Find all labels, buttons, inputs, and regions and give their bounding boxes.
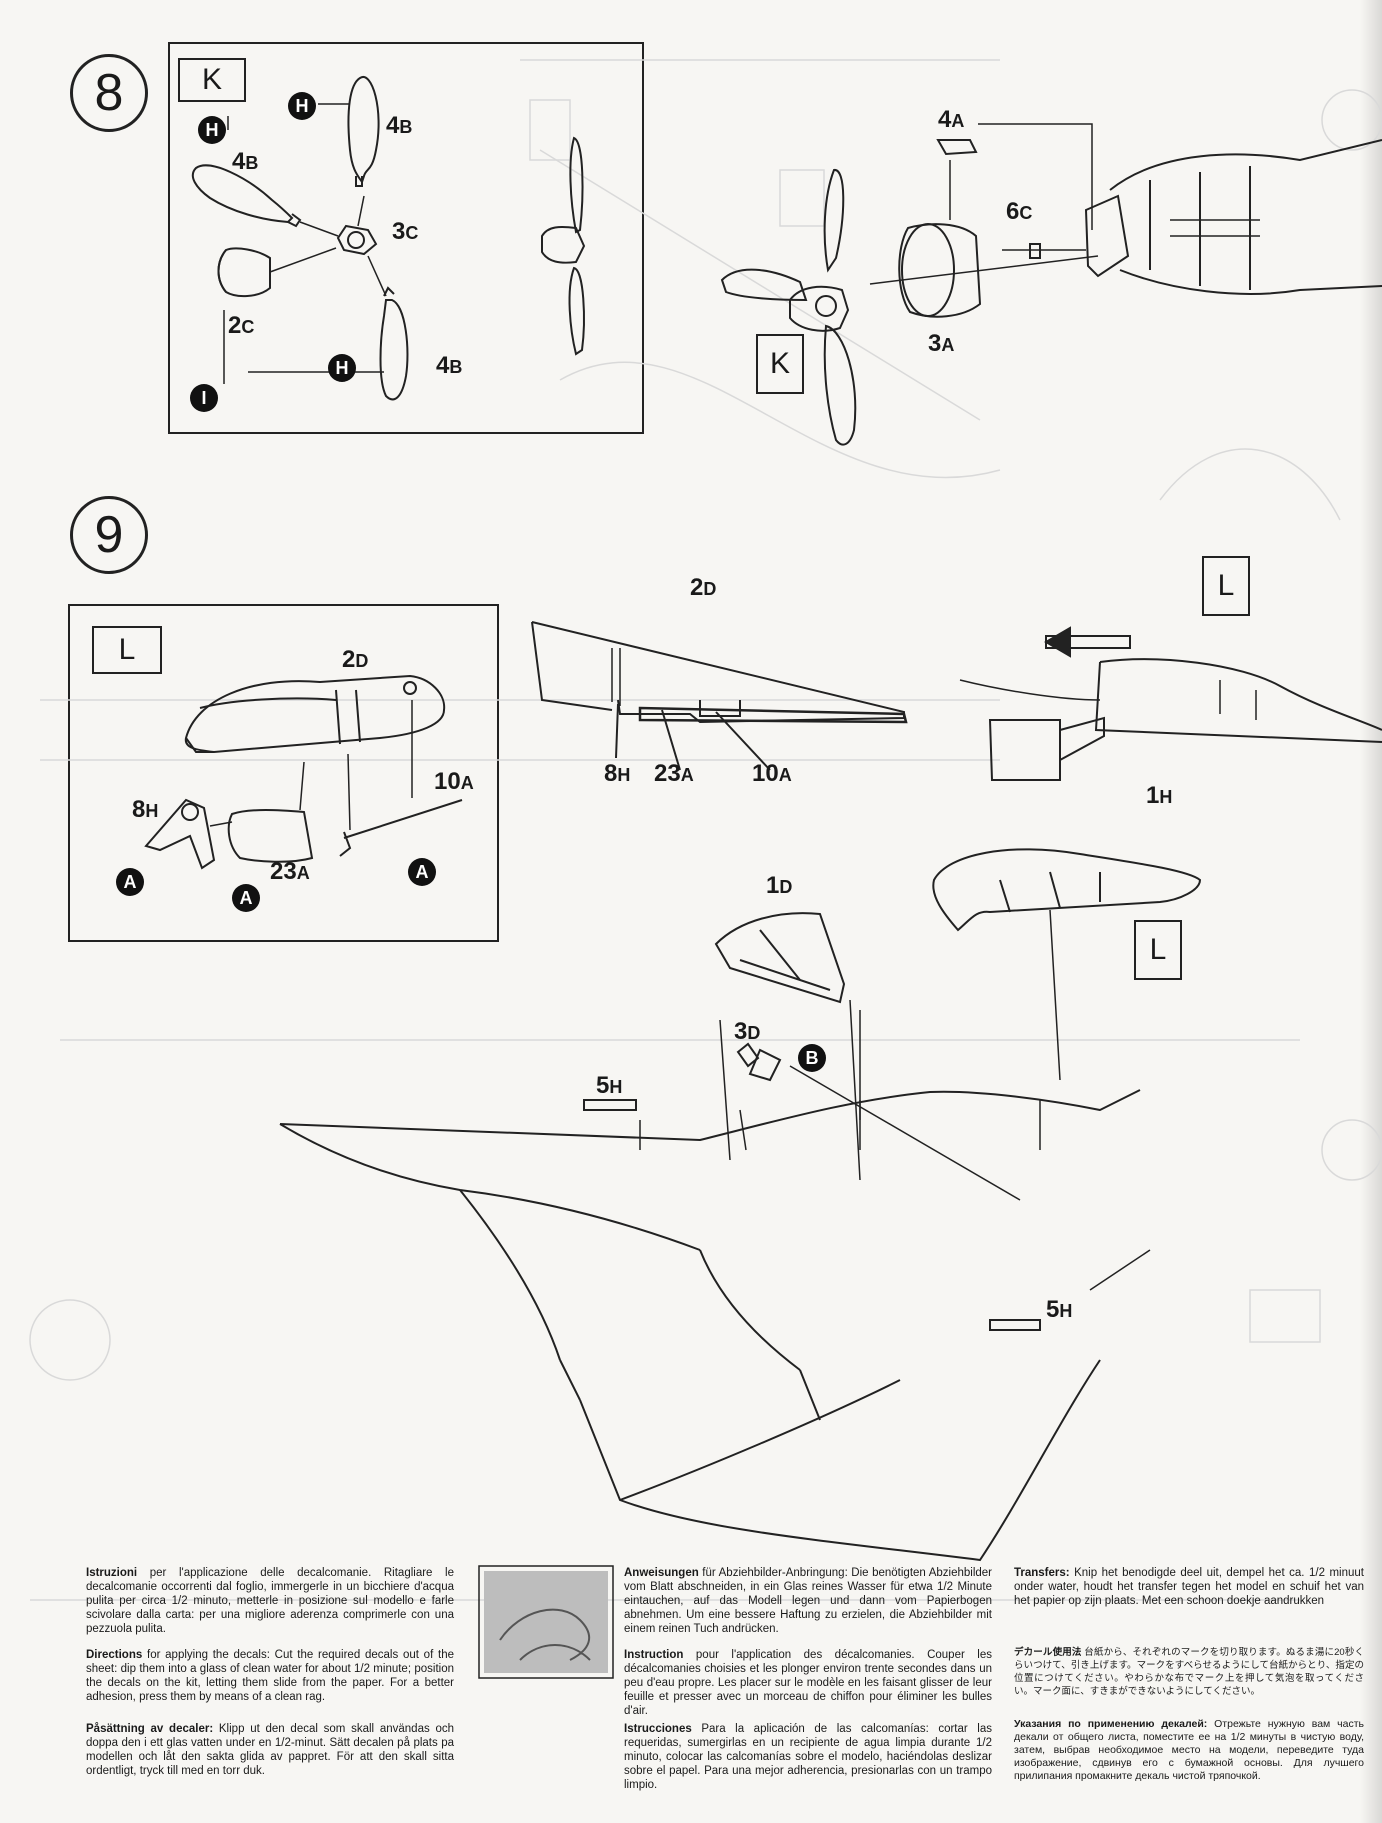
section-label-8h: 8H (604, 760, 631, 787)
step-8-inset-frame (168, 42, 644, 434)
step-8-main-art (720, 123, 1382, 446)
decal-hand-graphic-frame (478, 1565, 614, 1679)
step-8-inset-art (191, 75, 586, 401)
part-label-1d: 1D (766, 872, 793, 899)
inset-label-2d: 2D (342, 646, 369, 673)
inset-label-10a: 10A (434, 768, 474, 795)
decal-instructions-english: Directions for applying the decals: Cut … (86, 1649, 454, 1703)
step-9-badge-a-right: A (408, 858, 436, 886)
step-9-badge-a-middle: A (232, 884, 260, 912)
decal-instructions-spanish: Istrucciones Para la aplicación de las c… (624, 1723, 992, 1791)
decal-instructions-japanese: デカール使用法 台紙から、それぞれのマークを切り取ります。ぬるま湯に20秒くらい… (1014, 1647, 1364, 1697)
step-9-inset-frame (68, 604, 499, 942)
step-9-section-art (531, 621, 908, 771)
section-label-23a: 23A (654, 760, 694, 787)
section-label-2d: 2D (690, 574, 717, 601)
step-9-canopy-letter: L (1134, 920, 1182, 980)
part-label-4b-left: 4B (232, 148, 259, 175)
step-8-number: 8 (70, 54, 148, 132)
step-9-main-art (279, 848, 1202, 1562)
step-9-number: 9 (70, 496, 148, 574)
step-8-badge-h-top: H (288, 92, 316, 120)
step-9-inset-art (144, 674, 463, 870)
bleed-through-art (29, 59, 1382, 1601)
step-9-badge-a-left: A (116, 868, 144, 896)
step-8-badge-h-bottom: H (328, 354, 356, 382)
decal-instructions-italian: Istruzioni per l'applicazione delle deca… (86, 1567, 454, 1635)
step-9-badge-b: B (798, 1044, 826, 1072)
decal-instructions-dutch: Transfers: Knip het benodigde deel uit, … (1014, 1567, 1364, 1607)
part-label-3d: 3D (734, 1018, 761, 1045)
part-label-5h-left: 5H (596, 1072, 623, 1099)
decal-instructions-russian: Указания по применению декалей: Отрежьте… (1014, 1718, 1364, 1782)
step-9-side-letter: L (1202, 556, 1250, 616)
step-9-side-art (959, 626, 1382, 781)
section-label-1h: 1H (1146, 782, 1173, 809)
step-8-badge-i: I (190, 384, 218, 412)
page-edge-shadow (1360, 0, 1382, 1823)
inset-label-23a: 23A (270, 858, 310, 885)
decal-instructions-swedish: Påsättning av decaler: Klipp ut den deca… (86, 1723, 454, 1777)
inset-label-8h: 8H (132, 796, 159, 823)
decal-instructions-french: Instruction pour l'application des décal… (624, 1649, 992, 1717)
step-8-inset-letter: K (178, 58, 246, 102)
part-label-6c: 6C (1006, 198, 1033, 225)
part-label-3a: 3A (928, 330, 955, 357)
part-label-5h-right: 5H (1046, 1296, 1073, 1323)
part-label-4b-bottom: 4B (436, 352, 463, 379)
step-9-inset-letter: L (92, 626, 162, 674)
decal-instructions-german: Anweisungen für Abziehbilder-Anbringung:… (624, 1567, 992, 1635)
part-label-3c: 3C (392, 218, 419, 245)
part-label-2c: 2C (228, 312, 255, 339)
step-8-main-letter: K (756, 334, 804, 394)
section-label-10a: 10A (752, 760, 792, 787)
part-label-4b-top: 4B (386, 112, 413, 139)
step-8-badge-h-left: H (198, 116, 226, 144)
part-label-4a: 4A (938, 106, 965, 133)
